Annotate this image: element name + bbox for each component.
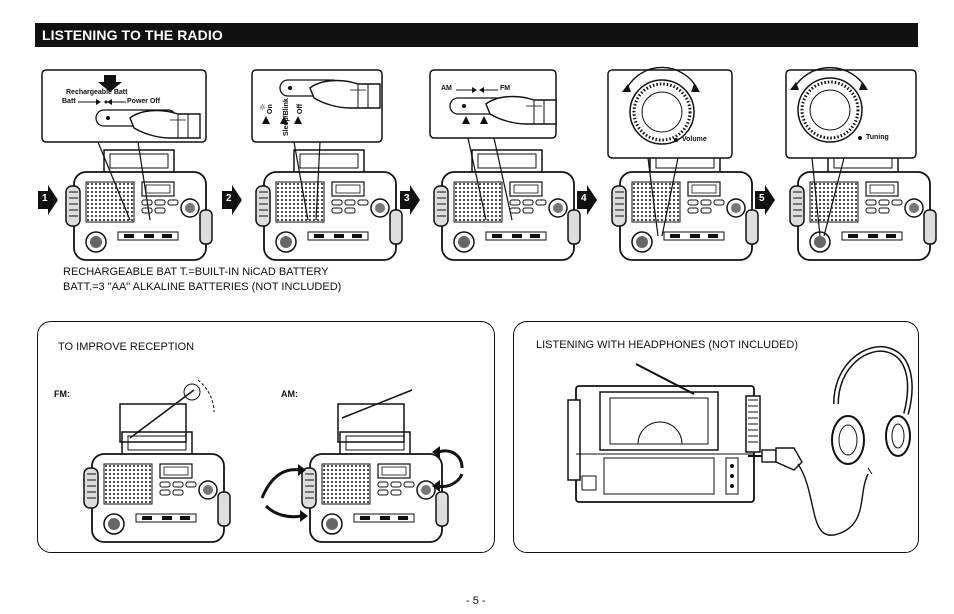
battery-note-line-2: BATT.=3 "AA" ALKALINE BATTERIES (NOT INC… [63, 281, 342, 293]
step-3-label-am: AM [441, 85, 452, 92]
am-label: AM: [281, 389, 298, 399]
step-3-number: 3 [404, 193, 410, 204]
step-1-number: 1 [42, 193, 48, 204]
step-4-label-volume: Volume [682, 136, 707, 143]
step-1-label-rechargeable: Rechargeable Batt [66, 89, 128, 96]
svg-text:☼: ☼ [259, 103, 266, 112]
headphones-panel: LISTENING WITH HEADPHONES (NOT INCLUDED) [513, 321, 919, 553]
headphones-panel-title: LISTENING WITH HEADPHONES (NOT INCLUDED) [536, 339, 798, 351]
step-1-label-batt: Batt [62, 98, 76, 105]
headphones-illustration [567, 345, 913, 536]
section-header-bar: LISTENING TO THE RADIO [35, 23, 918, 47]
step-4-illustration [607, 66, 759, 261]
fm-radio-illustration [83, 379, 231, 543]
step-5-illustration [785, 67, 937, 261]
step-1-switch-arrows [78, 99, 126, 105]
section-title: LISTENING TO THE RADIO [42, 27, 223, 43]
page-number: - 5 - [466, 595, 486, 607]
step-4-number: 4 [581, 193, 587, 204]
fm-label: FM: [54, 389, 70, 399]
reception-panel: TO IMPROVE RECEPTION FM: AM: [37, 321, 495, 553]
step-5-number: 5 [759, 193, 765, 204]
step-1-illustration [41, 69, 213, 261]
step-1-label-power-off: Power Off [127, 98, 161, 105]
step-3-illustration [429, 69, 581, 261]
battery-note-line-1: RECHARGEABLE BAT T.=BUILT-IN NiCAD BATTE… [63, 266, 329, 278]
step-2-number: 2 [226, 193, 232, 204]
step-3-label-fm: FM [500, 85, 511, 92]
battery-note: RECHARGEABLE BAT T.=BUILT-IN NiCAD BATTE… [63, 265, 341, 295]
reception-panel-title: TO IMPROVE RECEPTION [58, 341, 195, 353]
step-2-illustration: ☼ [251, 69, 403, 261]
step-5-label-tuning: Tuning [866, 134, 889, 141]
step-2-label-sleep: Sleep/Blink [283, 98, 290, 136]
step-2-label-off: Off [297, 103, 304, 114]
am-radio-illustration [260, 389, 464, 543]
step-2-label-on: On [267, 104, 274, 114]
